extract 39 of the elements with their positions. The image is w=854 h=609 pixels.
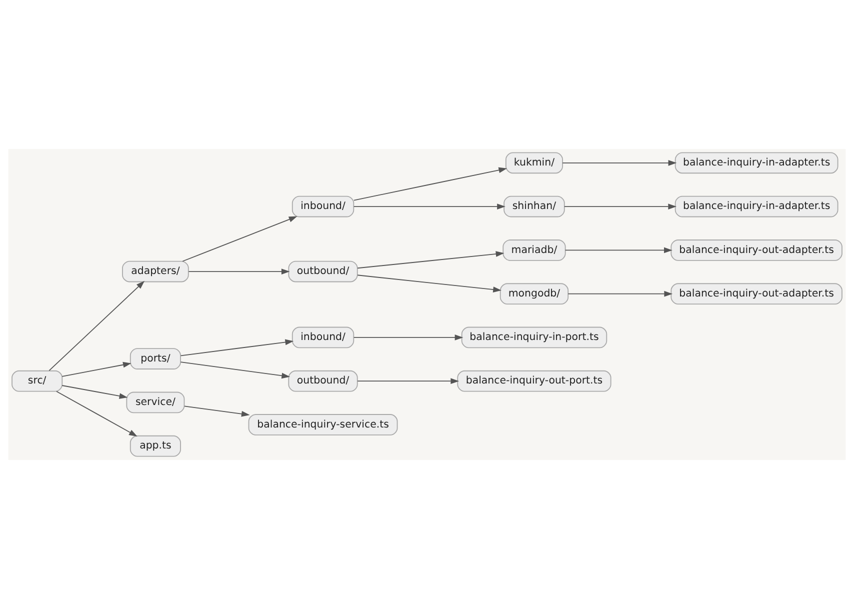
arrow xyxy=(56,390,138,437)
node-box: inbound/ xyxy=(292,196,354,218)
arrow xyxy=(357,378,460,384)
node-box: outbound/ xyxy=(288,370,358,392)
arrow xyxy=(182,216,298,262)
arrow xyxy=(564,204,677,210)
arrow xyxy=(353,334,464,340)
arrow xyxy=(188,268,290,274)
arrow xyxy=(357,251,504,269)
node-box: shinhan/ xyxy=(504,196,565,218)
arrow xyxy=(568,290,673,297)
arrow xyxy=(48,280,145,372)
arrow xyxy=(564,247,672,254)
arrow xyxy=(180,339,294,356)
node-box: balance-inquiry-out-port.ts xyxy=(457,370,612,392)
node-box: mariadb/ xyxy=(502,240,566,261)
node-box: balance-inquiry-in-adapter.ts xyxy=(674,196,838,218)
arrow xyxy=(184,406,250,417)
arrow xyxy=(62,385,128,399)
node-box: ports/ xyxy=(130,348,181,370)
node-box: app.ts xyxy=(130,435,181,457)
arrow xyxy=(353,204,506,210)
arrow xyxy=(62,362,132,377)
node-box: adapters/ xyxy=(122,260,189,282)
arrow xyxy=(353,167,508,201)
node-box: balance-inquiry-service.ts xyxy=(248,414,398,436)
node-box: service/ xyxy=(126,392,185,414)
arrow xyxy=(357,274,502,292)
arrow xyxy=(180,362,290,379)
node-box: balance-inquiry-in-adapter.ts xyxy=(674,152,838,174)
node-box: kukmin/ xyxy=(505,152,563,174)
node-box: src/ xyxy=(12,370,63,392)
node-box: inbound/ xyxy=(292,326,354,348)
node-box: outbound/ xyxy=(288,260,358,282)
node-box: balance-inquiry-out-adapter.ts xyxy=(670,283,842,304)
node-box: balance-inquiry-in-port.ts xyxy=(461,326,608,348)
node-box: balance-inquiry-out-adapter.ts xyxy=(670,240,842,261)
node-box: mongodb/ xyxy=(500,283,569,304)
arrow xyxy=(562,160,677,166)
